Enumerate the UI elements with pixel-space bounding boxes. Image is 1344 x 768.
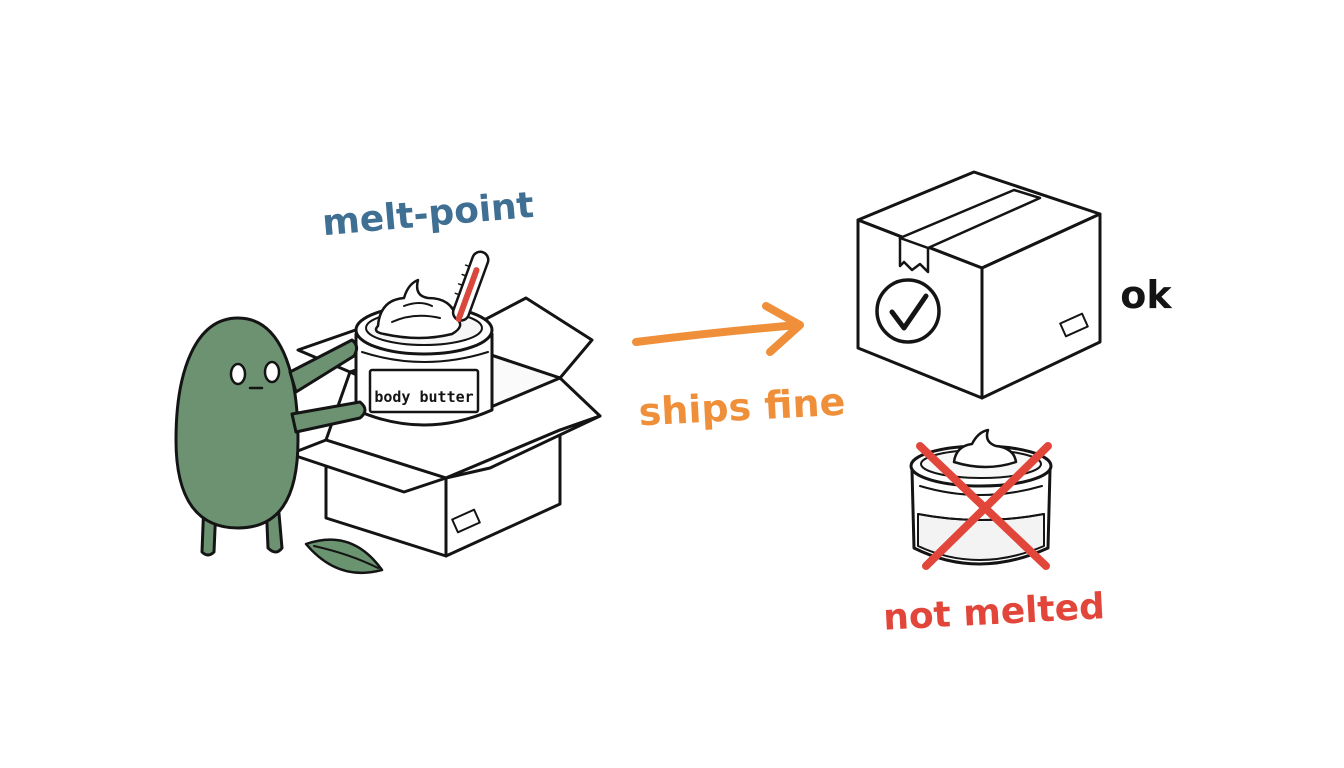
closed-shipping-box bbox=[856, 170, 1102, 400]
box-right-face bbox=[444, 428, 562, 558]
tape-tab bbox=[898, 236, 930, 274]
closed-box-side bbox=[980, 212, 1102, 400]
cream-swirl bbox=[374, 278, 462, 340]
jar-label-text: body butter bbox=[374, 388, 473, 406]
melted-jar-cream bbox=[952, 428, 1018, 469]
character-upper-arm bbox=[288, 338, 359, 394]
green-character bbox=[174, 316, 367, 557]
red-x-icon bbox=[916, 442, 1052, 570]
jar-label-box bbox=[368, 368, 480, 414]
box-front bbox=[288, 370, 602, 558]
box-shipping-label bbox=[451, 508, 481, 534]
character-right-eye bbox=[263, 360, 281, 384]
melt-point-label: melt-point bbox=[321, 185, 536, 244]
character-body bbox=[174, 316, 300, 530]
arrow-head bbox=[762, 302, 804, 356]
process-arrow bbox=[632, 302, 804, 356]
leaf-icon bbox=[304, 538, 384, 575]
checkmark-icon bbox=[875, 278, 941, 344]
ok-label: ok bbox=[1120, 273, 1172, 317]
character-lower-arm bbox=[290, 400, 367, 434]
body-butter-jar bbox=[354, 278, 494, 427]
not-melted-label: not melted bbox=[882, 586, 1106, 639]
arrow-shaft bbox=[632, 321, 802, 346]
ships-fine-label: ships fine bbox=[638, 380, 847, 435]
closed-box-shipping-label bbox=[1059, 312, 1089, 338]
box-front-left-flap bbox=[288, 438, 448, 494]
thermometer-icon bbox=[451, 250, 490, 323]
melted-jar bbox=[909, 428, 1053, 566]
character-left-eye bbox=[229, 362, 247, 386]
